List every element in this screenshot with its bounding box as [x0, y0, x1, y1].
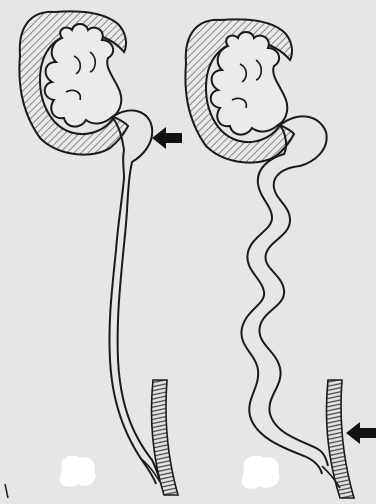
left-kidney	[19, 11, 128, 154]
right-kidney	[185, 19, 294, 162]
right-bladder-blot	[242, 456, 280, 489]
left-bladder-blot	[60, 456, 96, 487]
